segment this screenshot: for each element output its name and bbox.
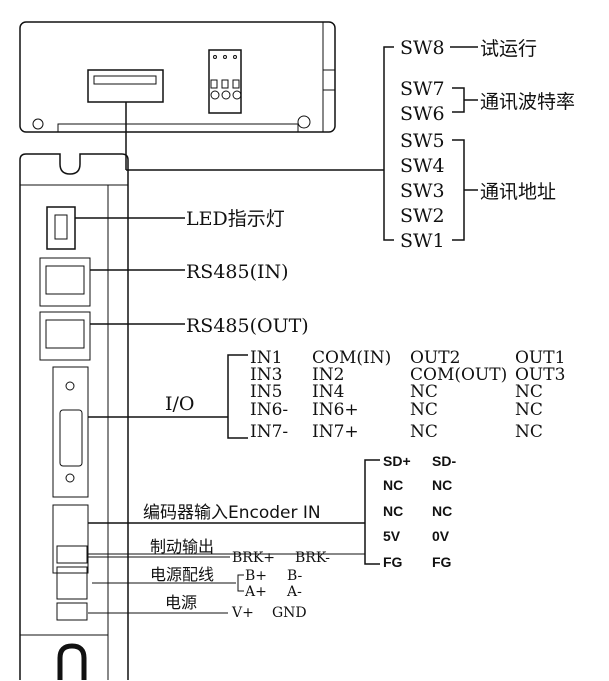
sw3: SW3 — [400, 180, 445, 202]
power-connector[interactable] — [56, 602, 88, 621]
terminal-block — [208, 49, 242, 114]
encoder-pin: 0V — [432, 528, 450, 544]
encoder-pin: FG — [432, 554, 452, 570]
motor-connector[interactable] — [56, 566, 88, 600]
brk-minus: BRK- — [295, 550, 330, 566]
encoder-pin: SD+ — [383, 453, 411, 469]
rs485-out-port[interactable] — [39, 311, 91, 361]
io-pin: NC — [410, 400, 438, 420]
sw4: SW4 — [400, 155, 445, 177]
a-plus: A+ — [244, 584, 267, 600]
encoder-pin: NC — [383, 503, 403, 519]
led-label: LED指示灯 — [186, 208, 285, 230]
rs485-in-port[interactable] — [39, 257, 91, 307]
io-pin: OUT1 — [515, 348, 565, 368]
sw5: SW5 — [400, 130, 445, 152]
io-pin: NC — [515, 400, 543, 420]
io-pin: IN7+ — [312, 422, 359, 442]
encoder-pin: 5V — [383, 528, 401, 544]
sw2: SW2 — [400, 205, 445, 227]
front-panel — [19, 153, 129, 680]
io-pin: NC — [515, 382, 543, 402]
motor-label: 电源配线 — [150, 565, 214, 584]
io-pin: IN3 — [250, 365, 282, 385]
encoder-pin: NC — [432, 477, 452, 493]
io-pin: IN4 — [312, 382, 344, 402]
power-label: 电源 — [165, 593, 197, 612]
io-pin: COM(OUT) — [410, 365, 507, 385]
io-pin: COM(IN) — [312, 348, 391, 368]
v-plus: V+ — [231, 605, 254, 621]
encoder-pin: NC — [432, 503, 452, 519]
io-pin: IN5 — [250, 382, 282, 402]
trial-run-label: 试运行 — [480, 38, 537, 60]
io-pin: NC — [410, 382, 438, 402]
b-minus: B- — [287, 568, 303, 584]
io-pin: IN6- — [250, 400, 288, 420]
io-pin: NC — [515, 422, 543, 442]
brake-connector[interactable] — [56, 545, 88, 564]
dip-switch-labels: SW8 SW7 SW6 SW5 SW4 SW3 SW2 SW1 — [400, 37, 445, 252]
encoder-port[interactable] — [52, 504, 89, 574]
led-display — [46, 206, 76, 250]
sw6: SW6 — [400, 103, 445, 125]
gnd: GND — [272, 605, 307, 621]
rs485-out-label: RS485(OUT) — [186, 315, 309, 337]
io-label: I/O — [165, 393, 194, 415]
encoder-pin: NC — [383, 477, 403, 493]
io-pin: OUT3 — [515, 365, 565, 385]
io-pin: IN7- — [250, 422, 288, 442]
dip-switch[interactable] — [87, 69, 164, 103]
brake-label: 制动输出 — [150, 537, 214, 556]
sw8: SW8 — [400, 37, 445, 59]
io-port[interactable] — [52, 366, 89, 498]
top-view — [19, 21, 384, 171]
encoder-label: 编码器输入Encoder IN — [143, 503, 321, 523]
encoder-pin: SD- — [432, 453, 456, 469]
address-label: 通讯地址 — [480, 181, 556, 203]
encoder-pin-table: SD+ SD- NC NC NC NC 5V 0V FG FG — [383, 453, 456, 570]
a-minus: A- — [286, 584, 302, 600]
io-pin: IN6+ — [312, 400, 359, 420]
io-pin: IN2 — [312, 365, 344, 385]
io-pin: OUT2 — [410, 348, 460, 368]
encoder-pin: FG — [383, 554, 403, 570]
io-pin: NC — [410, 422, 438, 442]
sw1: SW1 — [400, 230, 445, 252]
b-plus: B+ — [245, 568, 267, 584]
io-pin: IN1 — [250, 348, 282, 368]
sw7: SW7 — [400, 78, 445, 100]
baud-rate-label: 通讯波特率 — [480, 91, 575, 113]
rs485-in-label: RS485(IN) — [186, 261, 289, 283]
brk-plus: BRK+ — [232, 550, 275, 566]
